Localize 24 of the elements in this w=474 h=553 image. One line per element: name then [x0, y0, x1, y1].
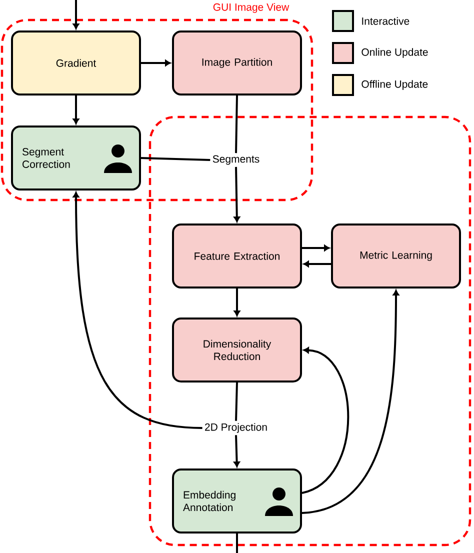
- arrow: [234, 288, 240, 316]
- arrow: [234, 435, 240, 468]
- arrow: [302, 347, 350, 494]
- legend-label: Online Update: [362, 48, 428, 58]
- arrow: [234, 166, 240, 222]
- arrow: [303, 260, 331, 268]
- arrow: [141, 60, 171, 66]
- flow-label: Segments: [210, 153, 262, 167]
- legend-label: Interactive: [362, 17, 410, 25]
- arrow: [302, 244, 330, 252]
- group-title: GUI Image View: [213, 3, 290, 13]
- process-box: Gradient: [11, 30, 141, 96]
- process-box: Image Partition: [172, 30, 302, 96]
- process-box: Metric Learning: [331, 224, 461, 288]
- arrow: [72, 96, 80, 124]
- arrow: [72, 0, 80, 30]
- arrow: [302, 290, 400, 514]
- process-box: Embedding Annotation: [172, 468, 302, 534]
- legend-label: Offline Update: [362, 80, 428, 90]
- arrow: [72, 192, 202, 429]
- process-box: Segment Correction: [11, 126, 141, 190]
- process-box: Dimensionality Reduction: [172, 318, 302, 382]
- flow-label: 2D Projection: [202, 421, 270, 435]
- process-box: Feature Extraction: [172, 224, 302, 288]
